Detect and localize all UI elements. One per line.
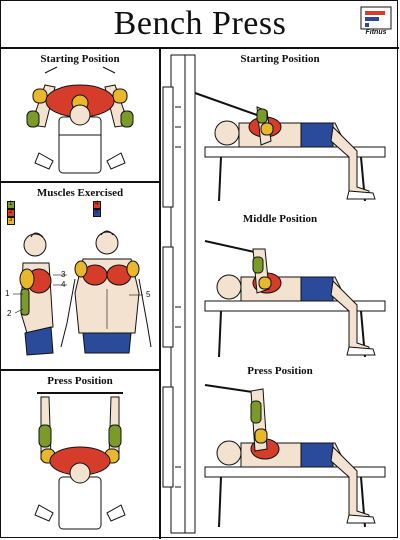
- legend-num-4: 4: [95, 201, 99, 207]
- legend-num-3: 3: [9, 217, 13, 223]
- callout-5: 5: [146, 290, 151, 299]
- legend-swatch-1: [7, 201, 15, 209]
- brand-logo-text: Fitnus: [365, 29, 387, 36]
- callout-4: 4: [61, 280, 66, 289]
- left-divider-2: [1, 369, 159, 371]
- right-middle-label: Middle Position: [242, 213, 318, 225]
- muscles-label: Muscles Exercised: [36, 187, 124, 199]
- brand-logo-icon: [360, 6, 392, 30]
- legend-num-2: 2: [9, 209, 13, 215]
- top-view-press-illustration: [34, 392, 126, 530]
- vertical-divider: [159, 47, 161, 539]
- top-view-starting-illustration: [26, 66, 134, 174]
- legend-swatch-2: [7, 209, 15, 217]
- left-divider-1: [1, 181, 159, 183]
- right-press-label: Press Position: [247, 365, 313, 377]
- callout-2: 2: [7, 309, 12, 318]
- callout-3: 3: [61, 270, 66, 279]
- muscles-figures-illustration: [13, 230, 152, 356]
- side-view-starting-illustration: [194, 92, 386, 202]
- left-press-label: Press Position: [47, 375, 113, 387]
- legend-num-5: 5: [95, 209, 99, 215]
- legend-swatch-5: [93, 209, 101, 217]
- legend-swatch-3: [7, 217, 15, 225]
- brand-logo: Fitnus: [360, 6, 392, 41]
- legend-num-1: 1: [9, 201, 13, 207]
- page-title: Bench Press: [113, 5, 287, 42]
- legend-swatch-4: [93, 201, 101, 209]
- title-bar: Bench Press Fitnus: [1, 1, 399, 49]
- side-view-press-illustration: [204, 384, 386, 528]
- side-view-middle-illustration: [204, 240, 386, 358]
- machine-frame: [162, 54, 196, 534]
- callout-1: 1: [5, 289, 10, 298]
- left-starting-label: Starting Position: [40, 53, 120, 65]
- right-starting-label: Starting Position: [240, 53, 320, 65]
